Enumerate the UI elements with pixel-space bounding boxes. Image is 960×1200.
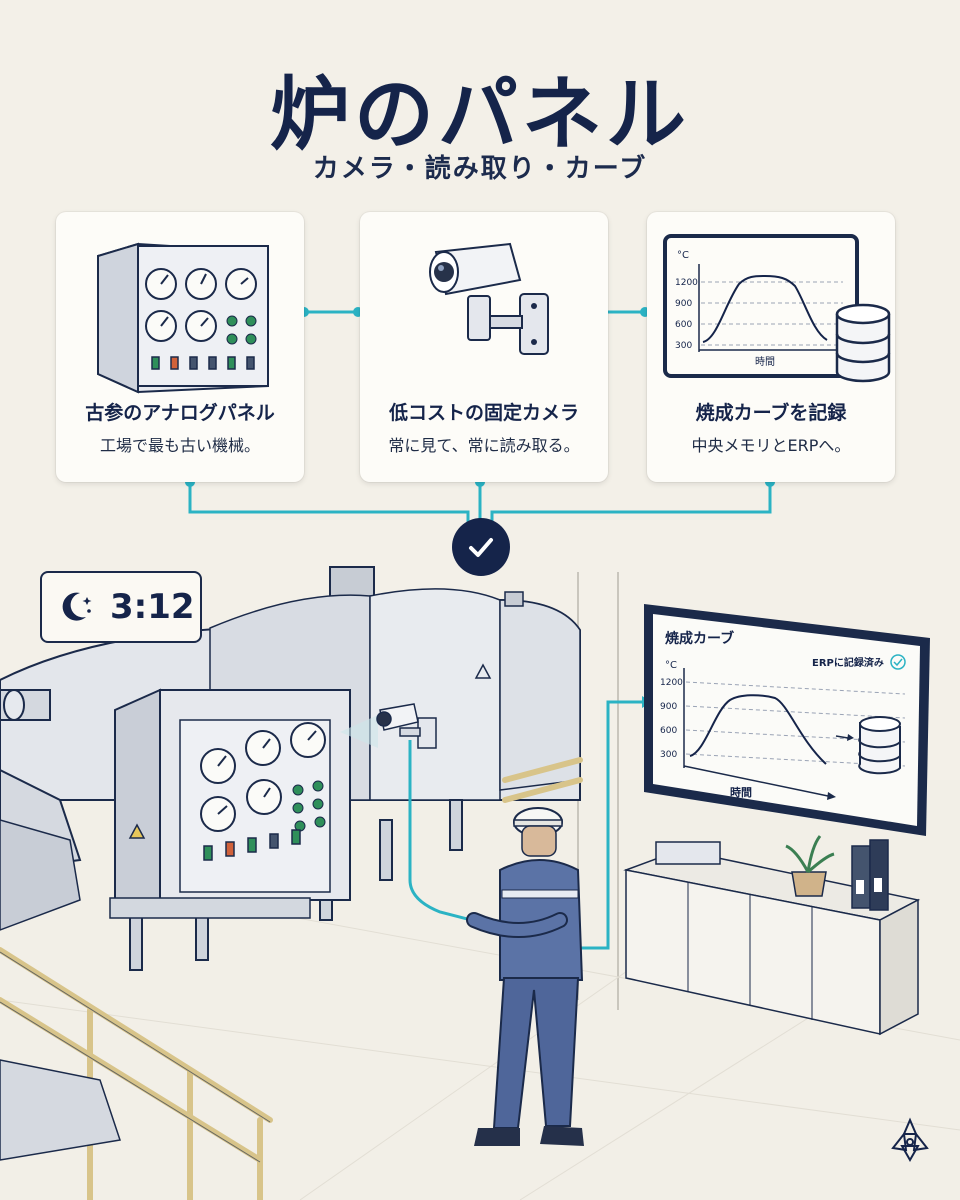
worker-figure: [466, 807, 584, 1146]
night-clock: 3:12: [40, 571, 202, 643]
screen-temperature-curve: [689, 694, 827, 765]
card-analog-panel: 古参のアナログパネル 工場で最も古い機械。: [56, 212, 304, 482]
checkmark-icon: [469, 538, 493, 557]
database-icon: [835, 303, 891, 383]
unit-label: °C: [677, 250, 689, 261]
analog-panel-icon: [97, 242, 269, 394]
card-fixed-camera: 低コストの固定カメラ 常に見て、常に読み取る。: [360, 212, 608, 482]
logo-icon: [891, 1117, 929, 1163]
screen-unit-label: °C: [665, 660, 677, 671]
plant-icon: [785, 835, 835, 897]
safety-railing: [0, 757, 583, 1200]
page-subtitle: カメラ・読み取り・カーブ: [312, 154, 648, 184]
y-tick-label: 300: [675, 341, 692, 351]
card-title: 低コストの固定カメラ: [388, 402, 579, 424]
y-tick-label: 1200: [660, 678, 683, 688]
check-badge: [452, 518, 510, 576]
binders-icon: [851, 839, 889, 911]
screen-x-label: 時間: [730, 785, 752, 799]
page-title: 炉のパネル: [270, 68, 690, 161]
y-tick-label: 600: [660, 726, 677, 736]
chart-database-icon: °C 1200 900 600 300 時間: [663, 234, 891, 383]
y-tick-label: 600: [675, 320, 692, 330]
storage-cabinet: [623, 835, 921, 1036]
security-camera-icon: [429, 242, 549, 355]
card-description: 常に見て、常に読み取る。: [388, 436, 580, 455]
erp-status: ERPに記録済み: [812, 658, 884, 669]
y-tick-label: 900: [675, 299, 692, 309]
gridline: [685, 753, 906, 767]
screen-title: 焼成カーブ: [665, 631, 735, 647]
y-tick-label: 300: [660, 750, 677, 760]
card-title: 古参のアナログパネル: [85, 402, 275, 424]
moon-stars-icon: [62, 592, 92, 621]
gridline: [685, 729, 906, 743]
x-axis-label: 時間: [755, 356, 775, 368]
scene-camera-icon: [340, 703, 437, 749]
y-tick-label: 900: [660, 702, 677, 712]
clock-time: 3:12: [110, 587, 195, 627]
temperature-curve: [702, 274, 828, 343]
card-title: 焼成カーブを記録: [695, 402, 847, 424]
card-description: 工場で最も古い機械。: [99, 436, 260, 455]
screen-database-icon: [858, 716, 901, 775]
gridline: [685, 705, 906, 719]
furnace-control-panel: [109, 688, 351, 919]
gridline: [685, 681, 906, 695]
card-description: 中央メモリとERPへ。: [691, 436, 851, 455]
check-circle-icon: [890, 654, 906, 670]
y-tick-label: 1200: [675, 278, 698, 288]
card-firing-curve: °C 1200 900 600 300 時間 焼成カーブを記録 中央メモリとERPへ。: [647, 212, 895, 482]
